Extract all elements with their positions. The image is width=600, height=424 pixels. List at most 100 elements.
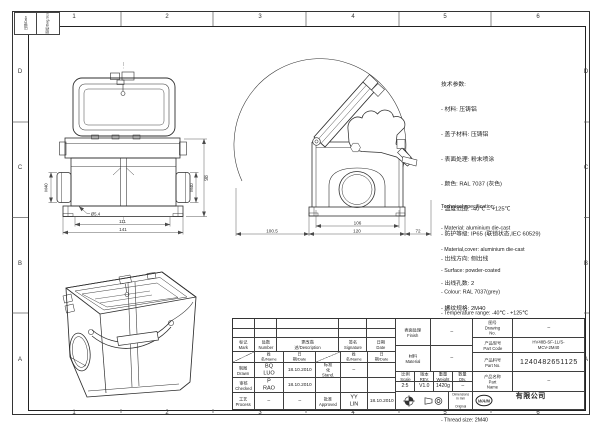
hinge-flange [59, 134, 187, 159]
part-code-label: 产品型号 Part Code [473, 338, 513, 353]
wain-logo-text: WAIN [478, 398, 491, 403]
side-dimensions [235, 188, 432, 236]
part-name-value: – [513, 372, 585, 392]
zone-left-b: B [17, 261, 22, 267]
spec-en-line: - Colour: RAL 7037(grey) [441, 288, 500, 295]
revision-cell [277, 319, 339, 329]
spec-cn-line: - 表面处理: 粉末喷涂 [441, 155, 495, 163]
part-no-label: 产品料号 Part No. [473, 353, 513, 372]
finish-label: 表面处理 Finish [396, 319, 431, 346]
drawing-no-label: 图号 Drawing No. [473, 319, 513, 338]
zone-top-1: 1 [72, 14, 76, 20]
diagonal-cell [233, 352, 255, 363]
approved-date: 18.10.2010 [368, 393, 396, 410]
spec-cn-line: - 螺纹规格: 2M40 [441, 305, 486, 312]
stand-label: 标准化 Stand. [316, 363, 341, 378]
zone-top-5: 5 [443, 14, 447, 20]
open-cover [312, 74, 385, 148]
empty-cell [368, 378, 396, 393]
material-value: – [431, 346, 473, 372]
front-dimensions [48, 138, 207, 235]
zone-bottom-1: 1 [72, 410, 76, 416]
note-line-2: Original Size DIN A 4 [453, 404, 468, 410]
zone-right-a: A [583, 357, 588, 363]
zone-bottom-5: 5 [443, 410, 447, 416]
spec-cn-line: - 出线方向: 侧出线 [441, 255, 489, 262]
rev-label: 版本 REV. [415, 372, 434, 382]
inner-border [28, 26, 586, 411]
company-name-cn: 厦门唯恩电气有限公司 [515, 392, 546, 399]
drawing-no-value: – [513, 319, 585, 338]
spec-cn-line: - 材料: 压铸铝 [441, 105, 477, 113]
spec-en-line: - Temperature range: -40℃ - +125℃ [441, 310, 529, 317]
revision-cell [339, 329, 367, 338]
dim-side-offset: 72 [415, 228, 421, 233]
dim-front-width-inner: 111 [119, 219, 126, 224]
subheader-name-right: 姓名/Name [341, 352, 368, 363]
projection-symbols [403, 394, 443, 407]
zone-left-a: A [17, 357, 22, 363]
revision-cell [339, 319, 367, 329]
finish-value: – [431, 319, 473, 346]
revision-cell [255, 319, 277, 329]
spec-en-title: Technical specification: [441, 203, 496, 210]
zone-right-c: C [583, 165, 589, 171]
outer-border [12, 11, 590, 415]
spec-cn-line: - 盖子材料: 压铸铝 [441, 130, 489, 138]
spec-en-line: - Thread size: 2M40 [441, 416, 489, 423]
drawn-label: 制图 Drawn [233, 363, 255, 378]
dim-front-thread-left: M40 [44, 183, 49, 192]
datum-target-symbol [403, 394, 415, 407]
projection-symbols-cell [396, 392, 449, 410]
iso-cable-entry [69, 332, 91, 372]
part-name-label: 产品名称 Part Name [473, 372, 513, 392]
isometric-view [62, 271, 197, 398]
revision-cell [367, 319, 396, 329]
hood-body [70, 157, 177, 207]
base-plate [62, 205, 184, 217]
process-name: – [255, 393, 284, 410]
subheader-name-left: 姓名/Name [255, 352, 284, 363]
title-block: 标记 Mark 处数 Number 更改描述/Description 签名 Si… [232, 318, 585, 410]
zone-bottom-4: 4 [351, 410, 355, 416]
dim-side-swing: 100.5 [266, 228, 278, 233]
material-label: 材料 Material [396, 346, 431, 372]
checked-name: P RAO [255, 378, 284, 393]
diagonal-cell [316, 352, 341, 363]
zone-bottom-2: 2 [165, 410, 169, 416]
zone-left-d: D [17, 69, 23, 75]
iso-latch-pins [62, 272, 157, 314]
front-view [56, 62, 191, 225]
dim-front-width-outer: 141 [119, 227, 127, 232]
corner-box-size: 图幅/Dwg.Size [35, 11, 60, 35]
drawn-name: BQ LUO [255, 363, 284, 378]
revision-header-description: 更改描述/Description [277, 338, 339, 352]
spec-cn-line: - 颜色: RAL 7037 (灰色) [441, 180, 502, 188]
empty-cell [316, 378, 341, 393]
stand-date [368, 363, 396, 378]
cable-entry-circle [338, 171, 376, 208]
dim-side-width-outer: 120 [353, 228, 361, 233]
empty-cell [341, 378, 368, 393]
subheader-date-right: 日期/Date [368, 352, 396, 363]
spec-cn-line: - 防护等级: IP65 (联锁状态,IEC 60529) [441, 230, 541, 237]
side-view [233, 58, 418, 217]
revision-header-date: 日期 Date [367, 338, 396, 352]
zone-bottom-6: 6 [536, 410, 540, 416]
revision-header-mark: 标记 Mark [233, 338, 255, 352]
rev-value: V1.0 [415, 382, 434, 392]
stand-value: – [341, 363, 368, 378]
weight-value: 1420g [434, 382, 453, 392]
spec-block-chinese: 技术参数: - 材料: 压铸铝 - 盖子材料: 压铸铝 - 表面处理: 粉末喷涂… [441, 64, 591, 424]
process-date: – [284, 393, 316, 410]
spec-cn-line: - 温度范围: -40℃ – +125℃ [441, 205, 511, 213]
weight-label: 重量 Weight [434, 372, 453, 382]
approved-name: YY LIN [341, 393, 368, 410]
qty-value: – [453, 382, 473, 392]
hinge-pin [312, 137, 321, 146]
dim-side-width-inner: 106 [354, 220, 362, 225]
dim-front-height: 98 [204, 175, 210, 181]
revision-cell [255, 329, 277, 338]
wain-logo: WAIN [475, 394, 493, 407]
